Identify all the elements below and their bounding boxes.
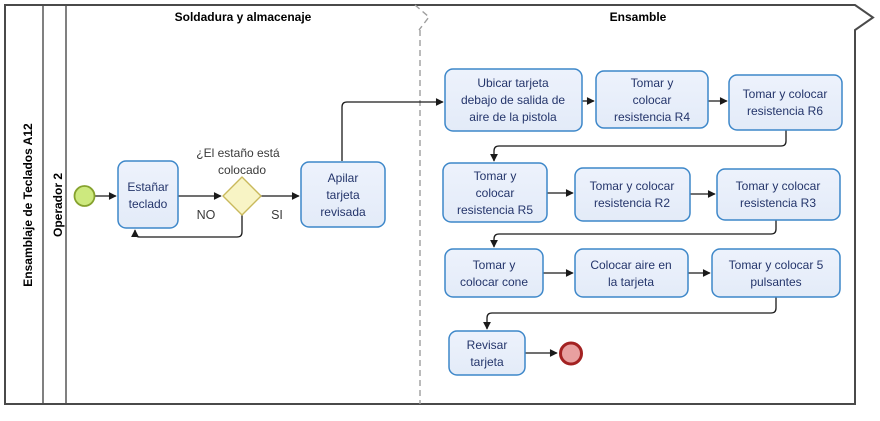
- task-5-pulsantes[interactable]: Tomar y colocar 5 pulsantes: [711, 248, 841, 298]
- task-label: resistencia R2: [594, 196, 670, 210]
- task-estanar-teclado[interactable]: Estañar teclado: [117, 160, 179, 229]
- task-ubicar-tarjeta[interactable]: Ubicar tarjeta debajo de salida de aire …: [444, 68, 583, 132]
- task-colocar-aire[interactable]: Colocar aire en la tarjeta: [574, 248, 689, 298]
- task-label: debajo de salida de: [461, 93, 565, 107]
- gateway-question-line1: ¿El estaño está: [196, 146, 280, 160]
- task-label: tarjeta: [326, 188, 360, 202]
- task-label: aire de la pistola: [469, 110, 557, 124]
- task-label: Tomar y colocar: [743, 87, 828, 101]
- task-label: tarjeta: [470, 355, 504, 369]
- flow-r3-to-cone: [490, 220, 777, 248]
- task-label: colocar cone: [460, 275, 528, 289]
- task-label: teclado: [129, 197, 168, 211]
- task-resistencia-r4[interactable]: Tomar y colocar resistencia R4: [595, 70, 709, 129]
- task-label: pulsantes: [750, 275, 801, 289]
- task-label: Tomar y colocar: [736, 179, 821, 193]
- task-resistencia-r2[interactable]: Tomar y colocar resistencia R2: [574, 167, 691, 222]
- flow-gateway-no-loop: [131, 215, 243, 238]
- task-resistencia-r6[interactable]: Tomar y colocar resistencia R6: [728, 74, 843, 131]
- task-label: Tomar y: [631, 76, 674, 90]
- flow-apilar-to-ubicar: [341, 98, 444, 161]
- task-label: la tarjeta: [608, 275, 654, 289]
- task-label: colocar: [476, 186, 515, 200]
- task-label: Apilar: [328, 171, 359, 185]
- task-label: colocar: [633, 93, 672, 107]
- pool-title: Ensamblaje de Teclados A12: [21, 123, 35, 287]
- phase-title-ensamble: Ensamble: [610, 10, 667, 24]
- flow-r6-to-r5: [490, 130, 787, 162]
- start-event[interactable]: [73, 185, 96, 207]
- task-label: resistencia R6: [747, 104, 823, 118]
- task-label: Tomar y colocar 5: [729, 258, 824, 272]
- task-resistencia-r3[interactable]: Tomar y colocar resistencia R3: [716, 168, 841, 221]
- task-label: Revisar: [467, 338, 508, 352]
- task-label: Estañar: [127, 180, 168, 194]
- task-label: Tomar y: [474, 169, 517, 183]
- end-event[interactable]: [559, 341, 583, 366]
- exclusive-gateway[interactable]: [222, 176, 262, 216]
- flow-pulsantes-to-revisar: [483, 297, 777, 330]
- task-label: Tomar y: [473, 258, 516, 272]
- task-revisar-tarjeta[interactable]: Revisar tarjeta: [448, 330, 526, 376]
- gateway-no-label: NO: [197, 208, 216, 222]
- task-label: resistencia R3: [740, 196, 816, 210]
- task-apilar-tarjeta-revisada[interactable]: Apilar tarjeta revisada: [300, 161, 386, 228]
- task-label: resistencia R4: [614, 110, 690, 124]
- task-label: Colocar aire en: [590, 258, 671, 272]
- gateway-question-line2: colocado: [218, 163, 266, 177]
- lane-title: Operador 2: [51, 173, 65, 237]
- task-label: resistencia R5: [457, 203, 533, 217]
- task-label: Ubicar tarjeta: [477, 76, 549, 90]
- task-label: revisada: [320, 205, 366, 219]
- task-colocar-cone[interactable]: Tomar y colocar cone: [444, 248, 544, 298]
- phase-title-soldadura: Soldadura y almacenaje: [175, 10, 312, 24]
- task-label: Tomar y colocar: [590, 179, 675, 193]
- gateway-yes-label: SI: [271, 208, 283, 222]
- task-resistencia-r5[interactable]: Tomar y colocar resistencia R5: [442, 162, 548, 223]
